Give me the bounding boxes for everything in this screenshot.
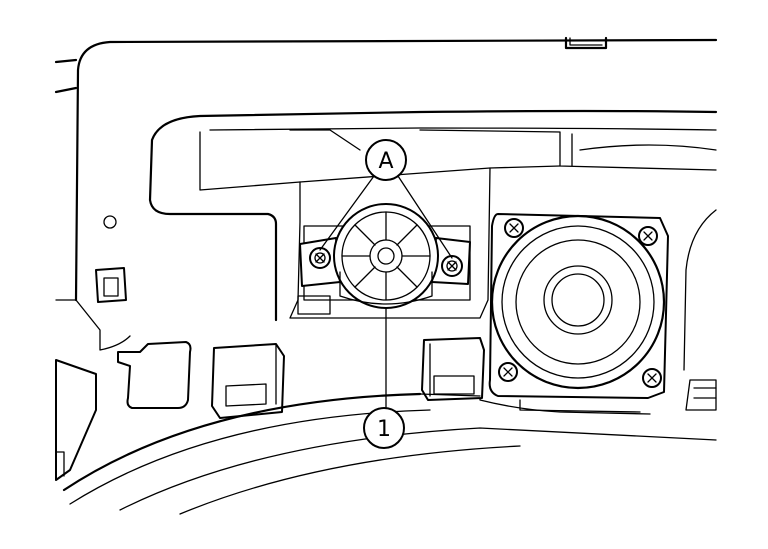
callout-1-label: 1 [377,417,391,442]
callout-a-label: A [378,149,393,174]
left-edge-panel [55,359,97,481]
tweeter-speaker [333,203,439,309]
left-clip [95,267,127,303]
lower-right-structure [479,209,717,415]
center-clip [421,337,485,401]
woofer-speaker [488,213,669,399]
screw-right [441,255,463,277]
lower-curves [62,392,717,515]
leader-lines [319,175,453,411]
callout-1: 1 [363,407,405,449]
left-bracket [117,341,192,409]
screw-left [309,247,331,269]
dashboard-panel [54,36,718,351]
callout-a: A [365,139,407,181]
center-left-clip [211,343,285,419]
screw-hole [103,215,117,229]
